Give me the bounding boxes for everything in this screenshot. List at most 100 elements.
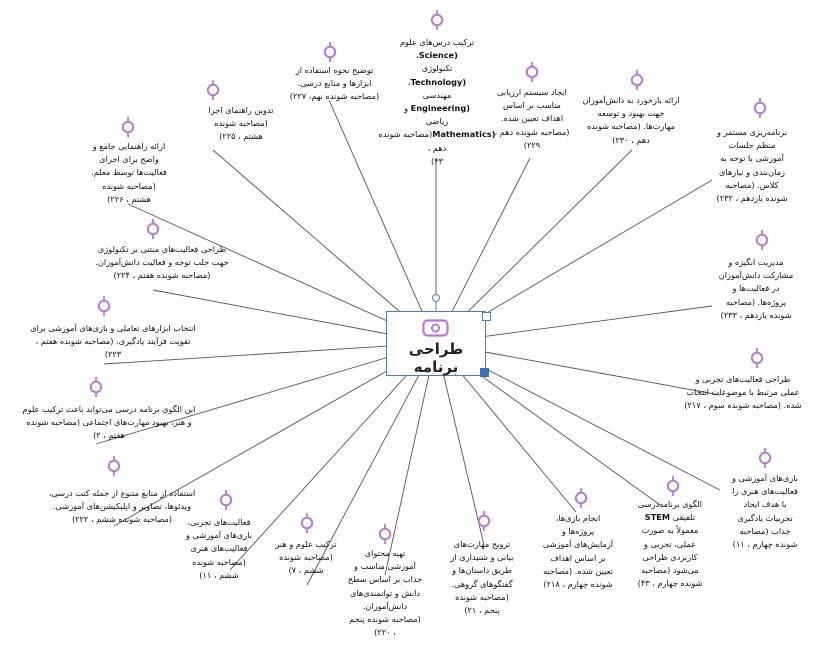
pin-circle	[107, 459, 121, 473]
node-label-line: استفاده از منابع متنوع از جمله کتب درسی،	[48, 488, 196, 498]
pin-circle	[750, 351, 764, 365]
link-tag-icon	[422, 319, 449, 337]
node-label-line: ، ۲۲۰)	[374, 627, 396, 638]
node-label-line: مشارکت دانش‌آموزان	[718, 270, 794, 281]
pin-circle	[758, 451, 772, 465]
pin-circle	[378, 527, 392, 541]
node-label-line: ترکیب درس‌های علوم	[399, 37, 475, 47]
node-label-line: دانش‌آموزان.	[362, 600, 408, 611]
node-label-stem-combination[interactable]: ترکیب درس‌های علوم(Science،تکنولوژی(Tech…	[378, 36, 496, 168]
node-pin-icon	[430, 10, 444, 30]
node-label-line: (مصاحبه شونده	[279, 552, 333, 563]
node-label-line: بیانی و شنیداری از	[450, 552, 514, 563]
node-label-line: کاربردی طراحی	[642, 551, 698, 562]
node-label-interactive-tools[interactable]: انتخاب ابزارهای تعاملی و بازی‌های آموزشی…	[8, 322, 218, 362]
node-label-line: (مصاحبه شونده ششم ، ۲۲۲)	[71, 514, 173, 525]
pin-circle	[300, 516, 314, 530]
node-label-line: شونده چهارم ، ۴۳)	[637, 578, 703, 589]
node-pin-icon	[630, 70, 644, 90]
node-pin-icon	[758, 448, 772, 468]
node-label-line: شونده چهارم ، ۱۱)	[732, 539, 798, 550]
node-pin-icon	[323, 42, 337, 62]
node-label-line: الگوی برنامه‌درسی	[637, 499, 703, 509]
node-label-line: دانش و توانمندی‌های	[350, 587, 420, 598]
node-label-line: بازی‌های آموزشی و	[731, 473, 799, 483]
node-pin-icon	[666, 476, 680, 496]
pin-circle	[753, 101, 767, 115]
selection-handle[interactable]	[482, 312, 491, 321]
connector-line	[103, 342, 437, 365]
node-pin-icon	[750, 348, 764, 368]
node-label-line: فعالیت‌های هنری	[190, 543, 248, 554]
node-label-line: برنامه‌ریزی مستمر و	[716, 127, 788, 137]
node-label-line: مدیریت انگیزه و	[728, 257, 784, 267]
pin-circle	[755, 233, 769, 247]
node-label-line: (مصاحبه شونده	[214, 118, 268, 129]
node-label-line: (مصاحبه شونده پنجم	[349, 614, 421, 625]
node-label-line: عملی، تجربی و	[643, 538, 697, 549]
node-label-curriculum-model[interactable]: این الگوی برنامه درسی می‌تواند باعث ترکی…	[4, 403, 214, 443]
node-pin-icon	[219, 490, 233, 510]
node-label-line: ریاضی	[425, 116, 449, 127]
central-topic-node[interactable]: طراحی برنامه	[386, 311, 486, 376]
connector-line	[435, 149, 633, 344]
node-label-line: شونده چهارم ، ۲۱۸)	[543, 579, 613, 590]
node-pin-icon	[146, 219, 160, 239]
node-label-line: هشتم ، ۲۲۶)	[107, 193, 151, 204]
resize-handle[interactable]	[480, 368, 489, 377]
node-label-line: طریق داستان‌ها و	[452, 565, 512, 576]
node-label-line: واضح برای اجرای	[99, 154, 159, 165]
node-label-line: (مصاحبه شونده	[455, 591, 509, 602]
node-label-line: تکنولوژی	[421, 63, 453, 74]
node-pin-icon	[753, 98, 767, 118]
node-label-speaking-listening[interactable]: ترویج مهارت‌های بیانی و شنیداری از طریق دا…	[432, 538, 532, 617]
pin-circle	[525, 65, 539, 79]
central-topic-title: طراحی برنامه	[408, 340, 464, 376]
node-label-line: عملی مرتبط با موضوعات انتخاب	[686, 387, 800, 398]
node-label-line: این الگوی برنامه درسی می‌تواند باعث ترکی…	[22, 404, 196, 414]
node-label-diverse-resources[interactable]: استفاده از منابع متنوع از جمله کتب درسی،…	[22, 487, 222, 527]
node-label-line: (مصاحبه شونده	[192, 556, 246, 567]
node-pin-icon	[574, 488, 588, 508]
connector-line	[113, 342, 437, 527]
node-label-line: ششم ، ۱۱)	[199, 569, 239, 580]
pin-circle	[89, 380, 103, 394]
node-label-line: جهت جلب توجه و فعالیت دانش‌آموزان.	[95, 257, 229, 268]
connector-line	[435, 342, 485, 546]
pin-circle	[206, 83, 220, 97]
node-label-line: تلفیقی STEM	[644, 512, 696, 523]
node-label-line: ایجاد سیستم ارزیابی	[497, 87, 567, 97]
node-label-line: ویدئوها، تصاویر و اپلیکیشن‌های آموزشی.	[52, 501, 192, 512]
node-label-line: شده. (مصاحبه شونده سوم ، ۲۱۷)	[684, 400, 802, 411]
node-label-line: زمان‌بندی و نیازهای	[719, 166, 785, 177]
node-label-line: مهارت‌ها. (مصاحبه شونده	[587, 121, 675, 132]
connector-line	[306, 342, 437, 586]
node-label-line: ۴۳)	[431, 155, 443, 166]
node-label-line: دهم ، ۲۳۰)	[612, 134, 650, 145]
node-pin-icon	[206, 80, 220, 100]
node-label-line: پروژه‌ها. (مصاحبه	[725, 296, 787, 307]
node-pin-icon	[107, 456, 121, 476]
pin-circle	[430, 13, 444, 27]
node-label-line: ۲۲۳)	[104, 349, 122, 360]
node-label-line: بر اساس اهداف	[550, 552, 606, 563]
node-label-line: (Mathematics(مصاحبه شونده دهم ،	[378, 129, 496, 153]
node-label-line: (مصاحبه شونده	[102, 180, 156, 191]
node-label-line: ترویج مهارت‌های	[453, 539, 511, 549]
node-label-line: (Engineering و	[404, 103, 470, 114]
